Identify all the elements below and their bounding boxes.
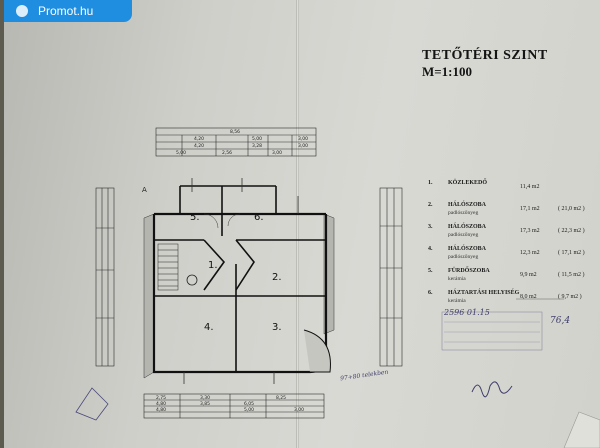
dim-top: 3,00 [298, 143, 308, 149]
bottom-dimension-lines [143, 393, 325, 419]
legend-row: 4. HÁLÓSZOBA padlószőnyeg 12,3 m2 ( 17,1… [428, 246, 585, 260]
watermark-label: Promot.hu [38, 4, 94, 18]
bay-window [303, 329, 331, 373]
legend-row: 6. HÁZTARTÁSI HELYISÉG kerámia 8,0 m2 ( … [428, 290, 582, 304]
room-label-3: 3. [272, 322, 282, 333]
dim-bottom: 4,80 [156, 401, 166, 407]
room-label-4: 4. [204, 322, 214, 333]
legend-row: 3. HÁLÓSZOBA padlószőnyeg 17,3 m2 ( 22,3… [428, 224, 585, 238]
chimney-symbol [186, 274, 198, 286]
room-label-6: 6. [254, 212, 264, 223]
dim-bottom: 8,25 [276, 395, 286, 401]
plan-sheet: 8,56 4,20 5,00 3,00 4,20 3,28 3,00 5,00 … [4, 0, 600, 448]
door-swings [203, 213, 241, 229]
legend-row: 1. KÖZLEKEDŐ 11,4 m2 [428, 180, 540, 190]
dim-top: 5,00 [176, 150, 186, 156]
dim-bottom: 5,00 [244, 407, 254, 413]
handwritten-date: 2596 01.15 [444, 308, 490, 317]
dim-bottom: 2,75 [156, 395, 166, 401]
dim-top: 2,56 [222, 150, 232, 156]
stair [157, 243, 179, 291]
dim-top: 5,00 [252, 136, 262, 142]
plan-title: TETŐTÉRI SZINT [422, 48, 548, 63]
dim-top: 3,28 [252, 143, 262, 149]
room-label-2: 2. [272, 272, 282, 283]
legend-row: 5. FÜRDŐSZOBA kerámia 9,9 m2 ( 11,5 m2 ) [428, 268, 585, 282]
floor-plan-drawing: 8,56 4,20 5,00 3,00 4,20 3,28 3,00 5,00 … [75, 127, 600, 448]
legend-row: 2. HÁLÓSZOBA padlószőnyeg 17,1 m2 ( 21,0… [428, 202, 585, 216]
dim-bottom: 3,00 [294, 407, 304, 413]
room-label-5: 5. [190, 212, 200, 223]
promot-watermark-badge[interactable]: Promot.hu [4, 0, 132, 22]
dim-bottom: 6,05 [244, 401, 254, 407]
side-dimension-lines [95, 187, 403, 367]
paper-fold [296, 0, 299, 448]
hand-signature [471, 381, 513, 398]
dim-bottom: 4,80 [156, 407, 166, 413]
dim-top: 3,00 [298, 136, 308, 142]
dim-top: 4,20 [194, 136, 204, 142]
dim-top: 4,20 [194, 143, 204, 149]
dim-bottom: 3,85 [200, 401, 210, 407]
pin-icon [16, 5, 28, 17]
approval-stamp [441, 311, 543, 351]
dim-bottom: 3,30 [200, 395, 210, 401]
interior-walls [154, 185, 326, 372]
roof-edge-marks [183, 178, 299, 384]
top-dimension-lines [155, 127, 317, 157]
dim-top-total: 8,56 [230, 129, 240, 135]
exterior-walls [152, 212, 328, 374]
hand-arrow-mark [75, 387, 109, 421]
plan-scale: M=1:100 [422, 64, 473, 79]
section-marker: A [142, 186, 147, 194]
handwritten-sum: 76,4 [550, 316, 571, 326]
corner-fold [563, 411, 600, 448]
room-label-1: 1. [208, 260, 218, 271]
dim-top: 3,00 [272, 150, 282, 156]
